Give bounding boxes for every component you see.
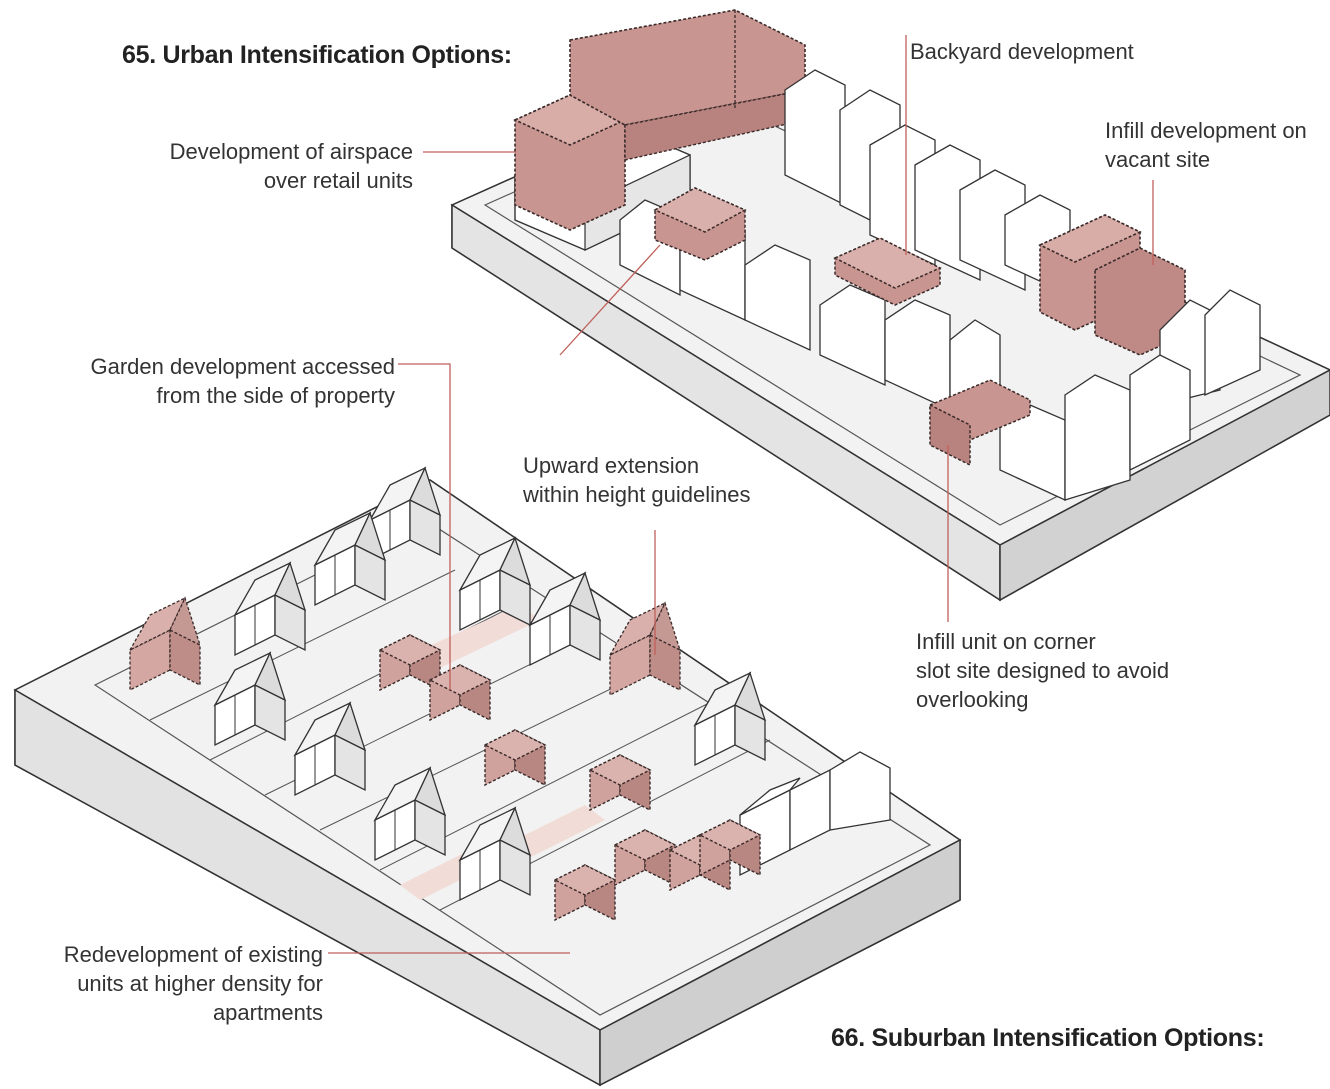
label-redevelopment-existing-units: Redevelopment of existing units at highe… bbox=[63, 942, 323, 1025]
heading-urban: 65. Urban Intensification Options: bbox=[122, 41, 512, 69]
leader-lines bbox=[328, 35, 1154, 954]
label-corner-infill-unit: Infill unit on corner slot site designed… bbox=[916, 629, 1170, 712]
label-airspace-development: Development of airspace over retail unit… bbox=[169, 139, 413, 193]
label-infill-vacant-site: Infill development on vacant site bbox=[1105, 118, 1307, 172]
label-upward-extension: Upward extension within height guideline… bbox=[523, 453, 751, 507]
label-garden-development: Garden development accessed from the sid… bbox=[90, 354, 395, 408]
heading-suburban: 66. Suburban Intensification Options: bbox=[831, 1024, 1265, 1052]
suburban-block-model bbox=[13, 467, 962, 1087]
urban-block-model bbox=[450, 9, 1330, 602]
label-backyard-development: Backyard development bbox=[910, 39, 1134, 64]
